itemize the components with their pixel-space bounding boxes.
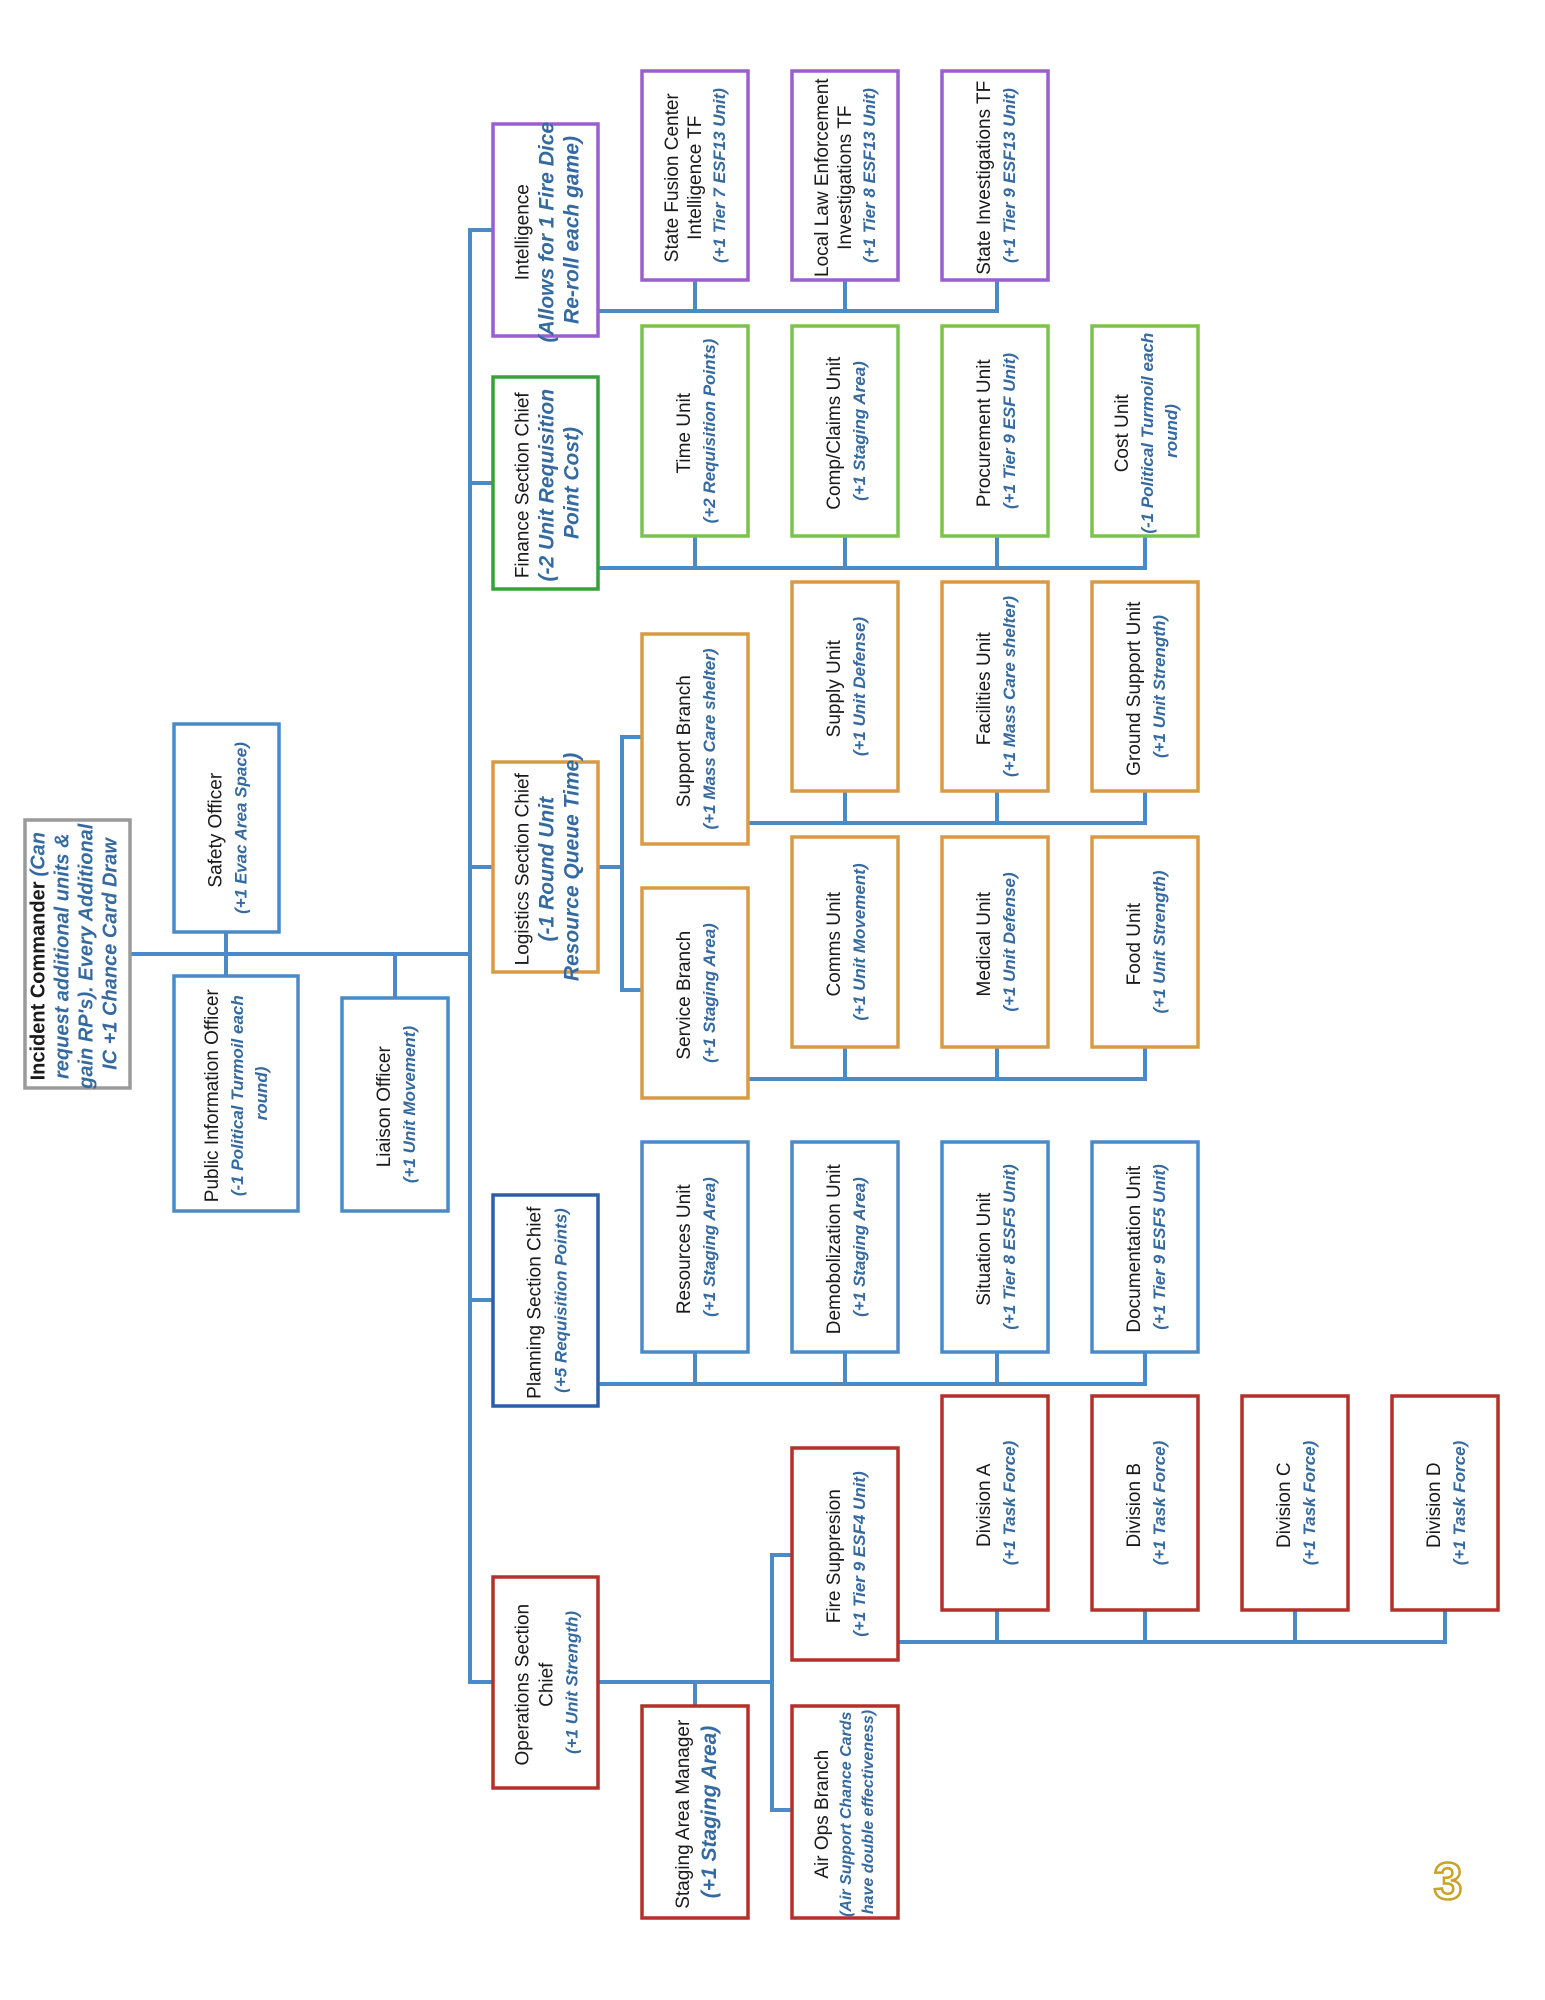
connector-lines [128, 228, 1447, 1812]
svg-text:Logistics Section Chief: Logistics Section Chief (-1 Round Unit R… [513, 753, 584, 981]
planning-unit-demobolization: Demobolization Unit (+1 Staging Area) [790, 1140, 900, 1354]
svg-text:Comms Unit (+1 Unit Mo: Comms Unit (+1 Unit Movement) [824, 863, 869, 1021]
svg-text:State Investigations TF: State Investigations TF (+1 Tier 9 ESF13… [974, 76, 1019, 274]
safety-officer-box: Safety Officer (+1 Evac Area Space) [172, 722, 281, 934]
planning-unit-situation: Situation Unit (+1 Tier 8 ESF5 Unit) [940, 1140, 1050, 1354]
public-information-officer-box: Public Information Officer (-1 Political… [172, 974, 300, 1213]
svg-text:State Fusion Center In: State Fusion Center Intelligence TF (+1 … [662, 88, 729, 263]
svg-text:Demobolization Unit (+: Demobolization Unit (+1 Staging Area) [824, 1160, 869, 1334]
logistics-unit-food: Food Unit (+1 Unit Strength) [1090, 835, 1200, 1049]
intel-unit-local-law-enforcement: Local Law Enforcement Investigations TF … [790, 69, 900, 282]
operations-division-c: Division C (+1 Task Force) [1240, 1394, 1350, 1612]
svg-text:Liaison Officer (+1 Un: Liaison Officer (+1 Unit Movement) [374, 1026, 419, 1184]
svg-text:Safety Officer (+1 Eva: Safety Officer (+1 Evac Area Space) [206, 742, 251, 914]
operations-air-ops-branch: Air Ops Branch (Air Support Chance Cards… [790, 1704, 900, 1920]
svg-text:Intelligence (Allows f: Intelligence (Allows for 1 Fire Dice Re-… [513, 117, 584, 342]
operations-division-b: Division B (+1 Task Force) [1090, 1394, 1200, 1612]
svg-text:Procurement Unit (+1 T: Procurement Unit (+1 Tier 9 ESF Unit) [974, 353, 1019, 509]
logistics-chief-box: Logistics Section Chief (-1 Round Unit R… [491, 753, 600, 981]
finance-chief-box: Finance Section Chief (-2 Unit Requisiti… [491, 375, 600, 591]
page-number: 3 [1432, 1852, 1463, 1913]
svg-text:Finance Section Chief: Finance Section Chief (-2 Unit Requisiti… [513, 385, 584, 582]
planning-chief-box: Planning Section Chief (+5 Requisition P… [491, 1193, 600, 1408]
logistics-support-branch: Support Branch (+1 Mass Care shelter) [640, 632, 750, 846]
svg-text:Planning Section Chief: Planning Section Chief (+5 Requisition P… [525, 1202, 571, 1399]
planning-unit-resources: Resources Unit (+1 Staging Area) [640, 1140, 750, 1354]
svg-text:Staging Area Manager (: Staging Area Manager (+1 Staging Area) [673, 1715, 721, 1909]
finance-unit-time: Time Unit (+2 Requisition Points) [640, 324, 750, 538]
svg-text:Ground Support Unit (+: Ground Support Unit (+1 Unit Strength) [1124, 597, 1169, 776]
svg-text:Supply Unit (+1 Unit D: Supply Unit (+1 Unit Defense) [824, 616, 869, 756]
incident-commander-text: Incident Commander(Can request additiona… [28, 819, 122, 1090]
finance-unit-procurement: Procurement Unit (+1 Tier 9 ESF Unit) [940, 324, 1050, 538]
finance-unit-comp-claims: Comp/Claims Unit (+1 Staging Area) [790, 324, 900, 538]
svg-text:Division A (+1 Task Fo: Division A (+1 Task Force) [974, 1440, 1019, 1565]
svg-text:Time Unit (+2 Requisit: Time Unit (+2 Requisition Points) [674, 338, 719, 523]
incident-commander-box: Incident Commander(Can request additiona… [23, 818, 132, 1090]
logistics-service-branch: Service Branch (+1 Staging Area) [640, 886, 750, 1100]
operations-staging-area-manager: Staging Area Manager (+1 Staging Area) [640, 1704, 750, 1920]
logistics-unit-supply: Supply Unit (+1 Unit Defense) [790, 580, 900, 793]
intel-unit-state-investigations: State Investigations TF (+1 Tier 9 ESF13… [940, 69, 1050, 282]
svg-text:Division B (+1 Task Fo: Division B (+1 Task Force) [1124, 1440, 1169, 1565]
svg-text:Resources Unit (+1 Sta: Resources Unit (+1 Staging Area) [674, 1177, 719, 1317]
logistics-unit-facilities: Facilities Unit (+1 Mass Care shelter) [940, 580, 1050, 793]
svg-text:Local Law Enforcement: Local Law Enforcement Investigations TF … [812, 74, 879, 277]
operations-division-d: Division D (+1 Task Force) [1390, 1394, 1500, 1612]
svg-text:Facilities Unit (+1 Ma: Facilities Unit (+1 Mass Care shelter) [974, 596, 1019, 777]
svg-text:Food Unit (+1 Unit Str: Food Unit (+1 Unit Strength) [1124, 870, 1169, 1013]
finance-unit-cost: Cost Unit (-1 Political Turmoil each rou… [1090, 324, 1200, 538]
svg-text:Operations Section Chi: Operations Section Chief (+1 Unit Streng… [513, 1599, 582, 1765]
logistics-unit-medical: Medical Unit (+1 Unit Defense) [940, 835, 1050, 1049]
svg-text:Fire Suppresion (+1 Ti: Fire Suppresion (+1 Tier 9 ESF4 Unit) [824, 1471, 869, 1637]
svg-text:Medical Unit (+1 Unit: Medical Unit (+1 Unit Defense) [974, 872, 1019, 1012]
svg-text:Cost Unit (-1 Politica: Cost Unit (-1 Political Turmoil each rou… [1112, 328, 1181, 533]
svg-text:Public Information Officer: Public Information Officer (-1 Political… [202, 985, 271, 1202]
logistics-unit-comms: Comms Unit (+1 Unit Movement) [790, 835, 900, 1049]
liaison-officer-box: Liaison Officer (+1 Unit Movement) [340, 996, 450, 1213]
operations-fire-suppression: Fire Suppresion (+1 Tier 9 ESF4 Unit) [790, 1446, 900, 1662]
intelligence-chief-box: Intelligence (Allows for 1 Fire Dice Re-… [491, 117, 600, 343]
logistics-unit-ground-support: Ground Support Unit (+1 Unit Strength) [1090, 580, 1200, 793]
intel-unit-state-fusion-center: State Fusion Center Intelligence TF (+1 … [640, 69, 750, 282]
svg-text:Documentation Unit (+1: Documentation Unit (+1 Tier 9 ESF5 Unit) [1124, 1161, 1169, 1332]
operations-division-a: Division A (+1 Task Force) [940, 1394, 1050, 1612]
svg-text:Comp/Claims Unit (+1 S: Comp/Claims Unit (+1 Staging Area) [824, 352, 869, 510]
operations-chief-box: Operations Section Chief (+1 Unit Streng… [491, 1575, 600, 1790]
svg-text:Service Branch (+1 Sta: Service Branch (+1 Staging Area) [674, 923, 719, 1063]
svg-text:Division C (+1 Task Fo: Division C (+1 Task Force) [1274, 1440, 1319, 1565]
svg-text:Support Branch (+1 Mas: Support Branch (+1 Mass Care shelter) [674, 648, 719, 829]
svg-text:Situation Unit (+1 Tie: Situation Unit (+1 Tier 8 ESF5 Unit) [974, 1164, 1019, 1330]
svg-text:Division D (+1 Task Fo: Division D (+1 Task Force) [1424, 1440, 1469, 1565]
planning-unit-documentation: Documentation Unit (+1 Tier 9 ESF5 Unit) [1090, 1140, 1200, 1354]
svg-text:Air Ops Branch (Air Su: Air Ops Branch (Air Support Chance Cards… [812, 1707, 877, 1917]
